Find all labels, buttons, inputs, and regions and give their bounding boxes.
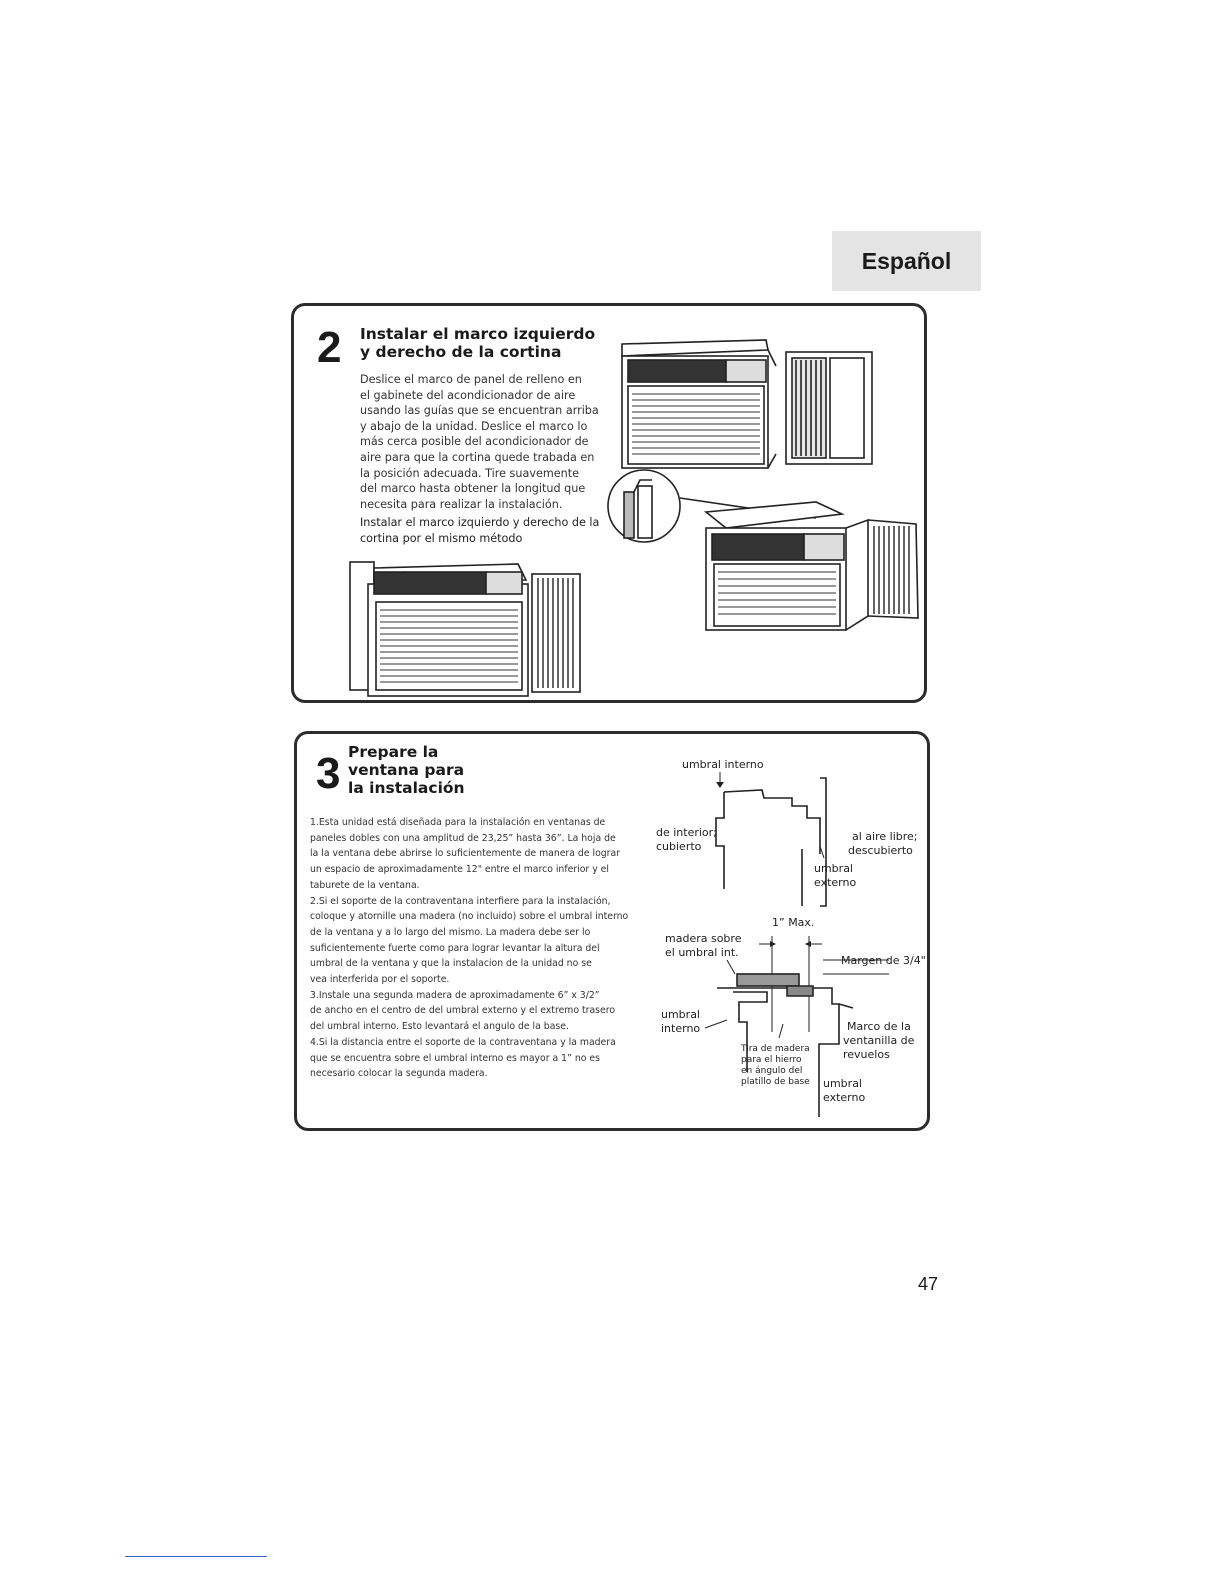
step-2-line: usando las guías que se encuentran arrib… — [360, 404, 599, 418]
label-ventanilla-de: ventanilla de — [843, 1034, 915, 1047]
step-2-line: y abajo de la unidad. Deslice el marco l… — [360, 419, 588, 433]
step-3-line: 2.Si el soporte de la contraventana inte… — [310, 895, 611, 907]
step-2-title-line-1: Instalar el marco izquierdo — [360, 325, 596, 343]
step-2-number: 2 — [317, 323, 342, 372]
step-3-line: de ancho en el centro de del umbral exte… — [310, 1005, 616, 1017]
step-3-title: Prepare la ventana para la instalación — [348, 743, 465, 797]
step-2-line: más cerca posible del acondicionador de — [360, 435, 589, 449]
step-3-line: 1.Esta unidad está diseñada para la inst… — [310, 817, 606, 828]
step-3-line: vea interferida por el soporte. — [310, 974, 450, 986]
label-tira-madera: Tira de madera — [740, 1044, 810, 1054]
wood-strip-diagram: 1” Max. madera sobre el umbral int. Marg… — [661, 916, 926, 1117]
label-el-umbral-int: el umbral int. — [665, 946, 739, 959]
step-2-title-line-2: y derecho de la cortina — [360, 343, 562, 361]
step-2-title: Instalar el marco izquierdo y derecho de… — [360, 325, 595, 361]
step-2-line: aire para que la cortina quede trabada e… — [360, 450, 595, 464]
step-2-line: el gabinete del acondicionador de aire — [360, 388, 576, 402]
step-3-panel: 3 Prepare la ventana para la instalación… — [294, 731, 930, 1131]
step-3-line: paneles dobles con una amplitud de 23,25… — [310, 832, 616, 844]
step-2-line: Deslice el marco de panel de relleno en — [360, 373, 582, 386]
label-cubierto: cubierto — [656, 840, 702, 853]
label-margen: Margen de 3/4" — [841, 954, 926, 967]
step-2-instructions: Deslice el marco de panel de relleno en … — [360, 372, 599, 547]
window-sill-diagram: umbral interno de interior; cubierto al … — [656, 758, 917, 907]
label-aire-libre: al aire libre; — [852, 830, 917, 843]
label-umbral-externo-2: umbral — [823, 1077, 862, 1090]
label-madera-sobre: madera sobre — [665, 932, 742, 945]
step-3-line: umbral de la ventana y que la instalacio… — [310, 958, 592, 970]
step-3-line: 4.Si la distancia entre el soporte de la… — [310, 1036, 616, 1048]
step-3-line: necesario colocar la segunda madera. — [310, 1068, 488, 1080]
step-3-line: que se encuentra sobre el umbral interno… — [310, 1052, 600, 1064]
step-3-line: suficientemente fuerte como para lograr … — [310, 942, 600, 954]
page-number: 47 — [918, 1274, 939, 1294]
step-3-line: taburete de la ventana. — [310, 879, 420, 891]
footer-line — [125, 1556, 267, 1557]
step-3-line: 3.Instale una segunda madera de aproxima… — [310, 989, 600, 1001]
step-2-line: cortina por el mismo método — [360, 531, 523, 545]
step-2-line: necesita para realizar la instalación. — [360, 497, 563, 511]
step-2-line: del marco hasta obtener la longitud que — [360, 482, 586, 496]
step-3-line: coloque y atornille una madera (no inclu… — [310, 911, 629, 923]
step-3-title-line-2: ventana para — [348, 761, 465, 779]
language-tab: Español — [832, 231, 981, 291]
label-externo: externo — [814, 876, 856, 889]
step-2-panel: 2 Instalar el marco izquierdo y derecho … — [291, 303, 927, 703]
step-2-line: la posición adecuada. Tire suavemente — [360, 466, 579, 480]
ac-unit-illustration-bottom — [349, 561, 581, 697]
label-1-max: 1” Max. — [772, 916, 814, 929]
label-revuelos: revuelos — [843, 1048, 890, 1061]
step-3-line: del umbral interno. Esto levantará el an… — [310, 1021, 569, 1033]
label-descubierto: descubierto — [848, 844, 913, 857]
label-umbral-interno-2: umbral — [661, 1008, 700, 1021]
label-interno: interno — [661, 1022, 700, 1035]
step-3-title-line-3: la instalación — [348, 779, 465, 797]
step-2-line: Instalar el marco izquierdo y derecho de… — [360, 516, 600, 530]
label-umbral-externo: umbral — [814, 862, 853, 875]
label-externo-2: externo — [823, 1091, 865, 1104]
step-3-title-line-1: Prepare la — [348, 743, 439, 761]
step-3-instructions: 1.Esta unidad está diseñada para la inst… — [310, 815, 628, 1082]
label-para-hierro: para el hierro — [741, 1055, 802, 1065]
step-3-line: un espacio de aproximadamente 12" entre … — [310, 864, 609, 876]
label-marco-de-la: Marco de la — [847, 1020, 911, 1033]
ac-unit-illustration-top — [621, 339, 873, 469]
step-3-line: la la ventana debe abrirse lo suficiente… — [310, 848, 620, 860]
step-3-line: de la ventana y a lo largo del mismo. La… — [310, 926, 591, 938]
label-de-interior: de interior; — [656, 826, 717, 839]
ac-unit-illustration-right — [607, 469, 919, 631]
label-umbral-interno: umbral interno — [682, 758, 764, 771]
label-en-angulo: en ángulo del — [741, 1066, 802, 1076]
label-platillo-base: platillo de base — [741, 1077, 810, 1087]
step-3-number: 3 — [316, 749, 341, 798]
